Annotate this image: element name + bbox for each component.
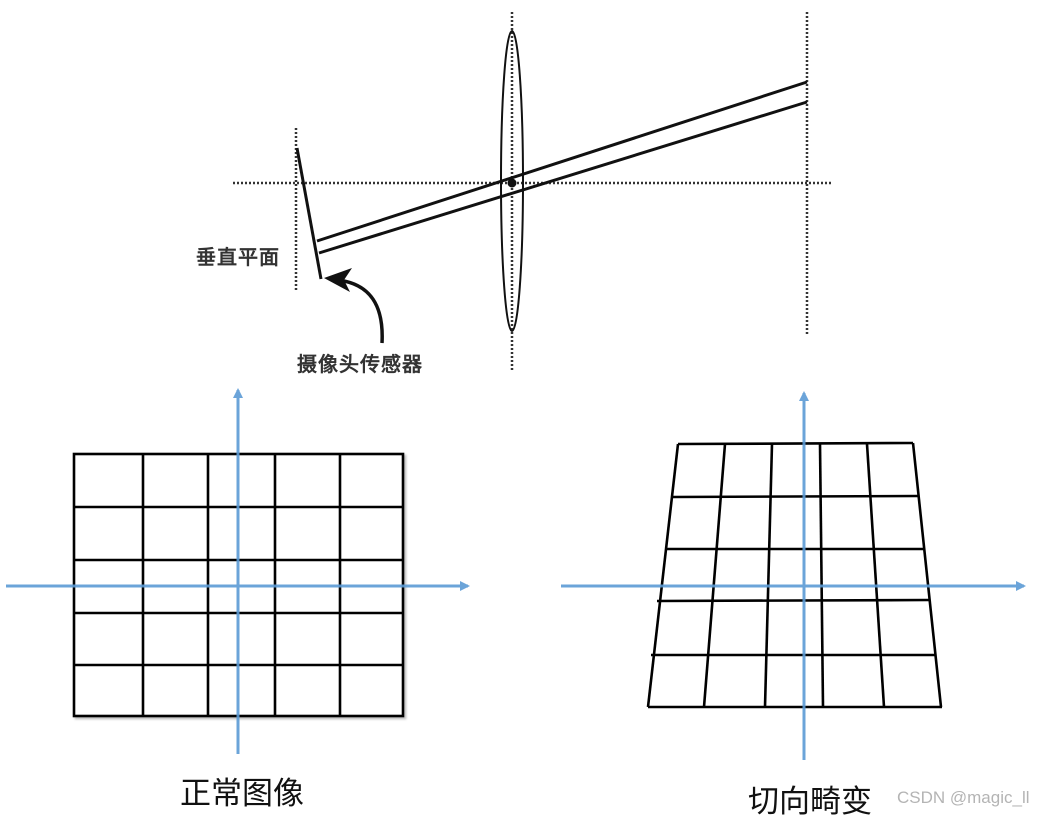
vertical-plane-label: 垂直平面 — [196, 245, 280, 269]
ray-lower — [318, 100, 808, 255]
optical-center — [507, 178, 517, 188]
camera-sensor-line — [295, 147, 323, 280]
distorted-axes — [561, 391, 1026, 760]
normal-image-caption: 正常图像 — [180, 776, 304, 812]
normal-axes — [6, 388, 470, 754]
distorted-image-panel — [561, 391, 1026, 760]
distorted-grid — [646, 441, 943, 709]
tangential-distortion-caption: 切向畸变 — [748, 784, 872, 820]
camera-sensor-label: 摄像头传感器 — [297, 352, 423, 376]
watermark: CSDN @magic_ll — [897, 788, 1030, 807]
ray-upper — [316, 80, 808, 243]
pointer-arrowhead — [324, 268, 352, 292]
pointer-arrow — [337, 278, 384, 344]
normal-image-panel — [6, 388, 470, 754]
optics-diagram — [233, 12, 833, 372]
